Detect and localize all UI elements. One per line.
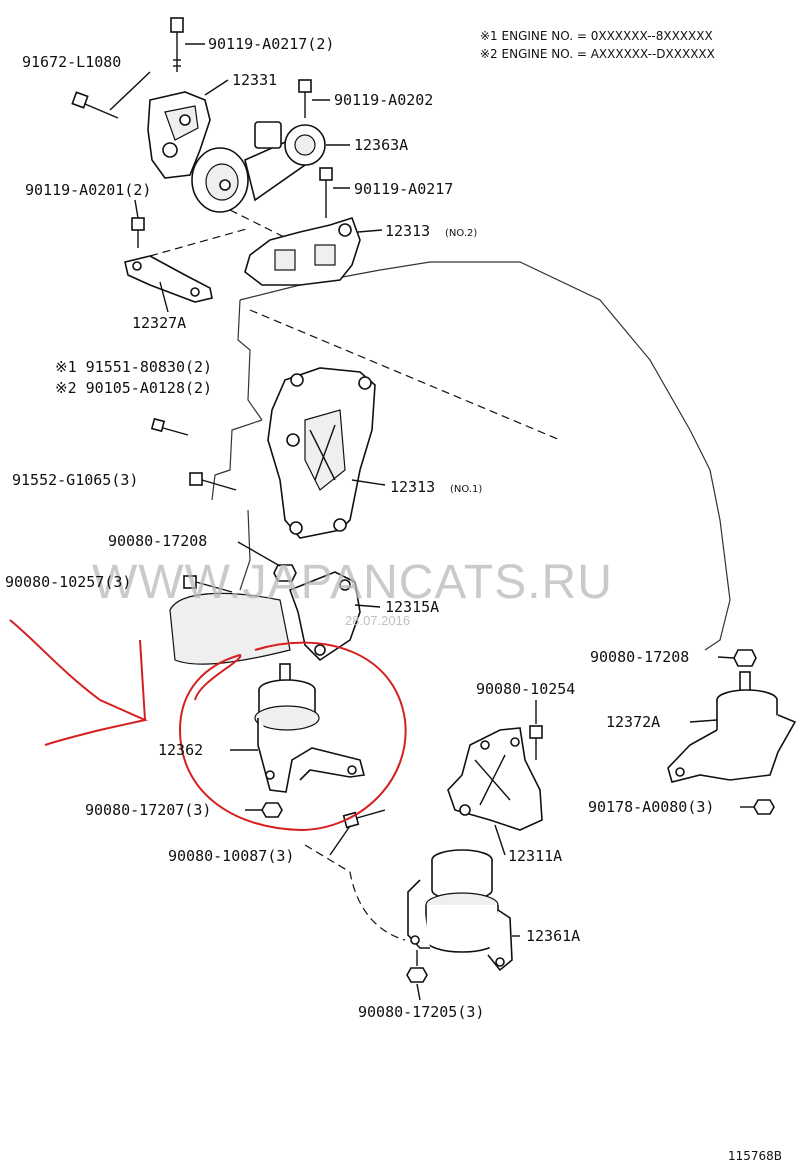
label-12313-no2: 12313 <box>385 222 430 240</box>
nut-90080-17207 <box>261 802 283 818</box>
label-91552-g1065: 91552-G1065(3) <box>12 471 138 489</box>
part-12363a-torque-rod <box>191 121 326 241</box>
nut-90178-a0080 <box>753 799 775 815</box>
label-12313-no2-suffix: (NO.2) <box>445 228 477 239</box>
bolt-91552-g1065 <box>189 472 237 491</box>
label-12313-no1: 12313 <box>390 478 435 496</box>
label-12331: 12331 <box>232 71 277 89</box>
label-90080-10257: 90080-10257(3) <box>5 573 131 591</box>
label-90080-10254: 90080-10254 <box>476 680 575 698</box>
label-12315a: 12315A <box>385 598 439 616</box>
label-91672-l1080: 91672-L1080 <box>22 53 121 71</box>
bolt-90080-10087 <box>304 809 406 941</box>
label-90178-a0080: 90178-A0080(3) <box>588 798 714 816</box>
part-12311a-bracket <box>447 727 543 831</box>
bolt-91551-80830 <box>150 417 189 436</box>
label-90080-17208-b: 90080-17208 <box>590 648 689 666</box>
part-12313-no2-bracket <box>244 217 361 286</box>
engine-note-1: ※1 ENGINE NO. = 0XXXXXX--8XXXXXX <box>480 29 713 43</box>
part-12313-no1-bracket <box>267 367 376 539</box>
leader-lines <box>109 43 754 1001</box>
red-circle <box>178 641 407 832</box>
label-90119-a0201-2: 90119-A0201(2) <box>25 181 151 199</box>
engine-outline <box>211 261 731 651</box>
label-90119-a0202: 90119-A0202 <box>334 91 433 109</box>
label-12372a: 12372A <box>606 713 660 731</box>
label-90119-a0217-2: 90119-A0217(2) <box>208 35 334 53</box>
label-90119-a0217: 90119-A0217 <box>354 180 453 198</box>
label-12362: 12362 <box>158 741 203 759</box>
figure-id: 115768B <box>728 1149 782 1163</box>
bolt-90119-a0217-b <box>319 167 333 218</box>
nut-90080-17208-a <box>273 564 297 582</box>
bolt-90119-a0217-2 <box>170 17 184 72</box>
label-90080-17207: 90080-17207(3) <box>85 801 211 819</box>
bolt-90080-10257 <box>183 575 233 593</box>
label-90105-a0128: ※2 90105-A0128(2) <box>55 379 212 397</box>
bolt-91672-l1080 <box>71 91 119 119</box>
part-12372a-mount <box>667 649 797 783</box>
watermark-date: 28.07.2016 <box>345 613 410 628</box>
label-12311a: 12311A <box>508 847 562 865</box>
label-91551-80830: ※1 91551-80830(2) <box>55 358 212 376</box>
engine-note-2: ※2 ENGINE NO. = AXXXXXX--DXXXXXX <box>480 47 715 61</box>
label-12361a: 12361A <box>526 927 580 945</box>
bolt-90080-10254 <box>529 725 543 760</box>
bolt-90119-a0201 <box>131 217 145 248</box>
part-12362-mount <box>254 663 366 793</box>
part-12315a-bracket <box>169 571 361 665</box>
red-arrow <box>9 619 149 746</box>
part-12331-bracket <box>147 91 211 179</box>
label-90080-17205: 90080-17205(3) <box>358 1003 484 1021</box>
label-12327a: 12327A <box>132 314 186 332</box>
bolt-90119-a0202 <box>298 79 312 118</box>
label-90080-17208-a: 90080-17208 <box>108 532 207 550</box>
red-highlight-annotation <box>9 619 407 832</box>
label-90080-10087: 90080-10087(3) <box>168 847 294 865</box>
part-12327a-plate <box>124 227 251 303</box>
label-12313-no1-suffix: (NO.1) <box>450 484 482 495</box>
label-12363a: 12363A <box>354 136 408 154</box>
nut-90080-17205 <box>406 950 428 983</box>
watermark-text: WWW.JAPANCATS.RU <box>92 556 613 609</box>
part-12361a-mount <box>407 849 513 972</box>
